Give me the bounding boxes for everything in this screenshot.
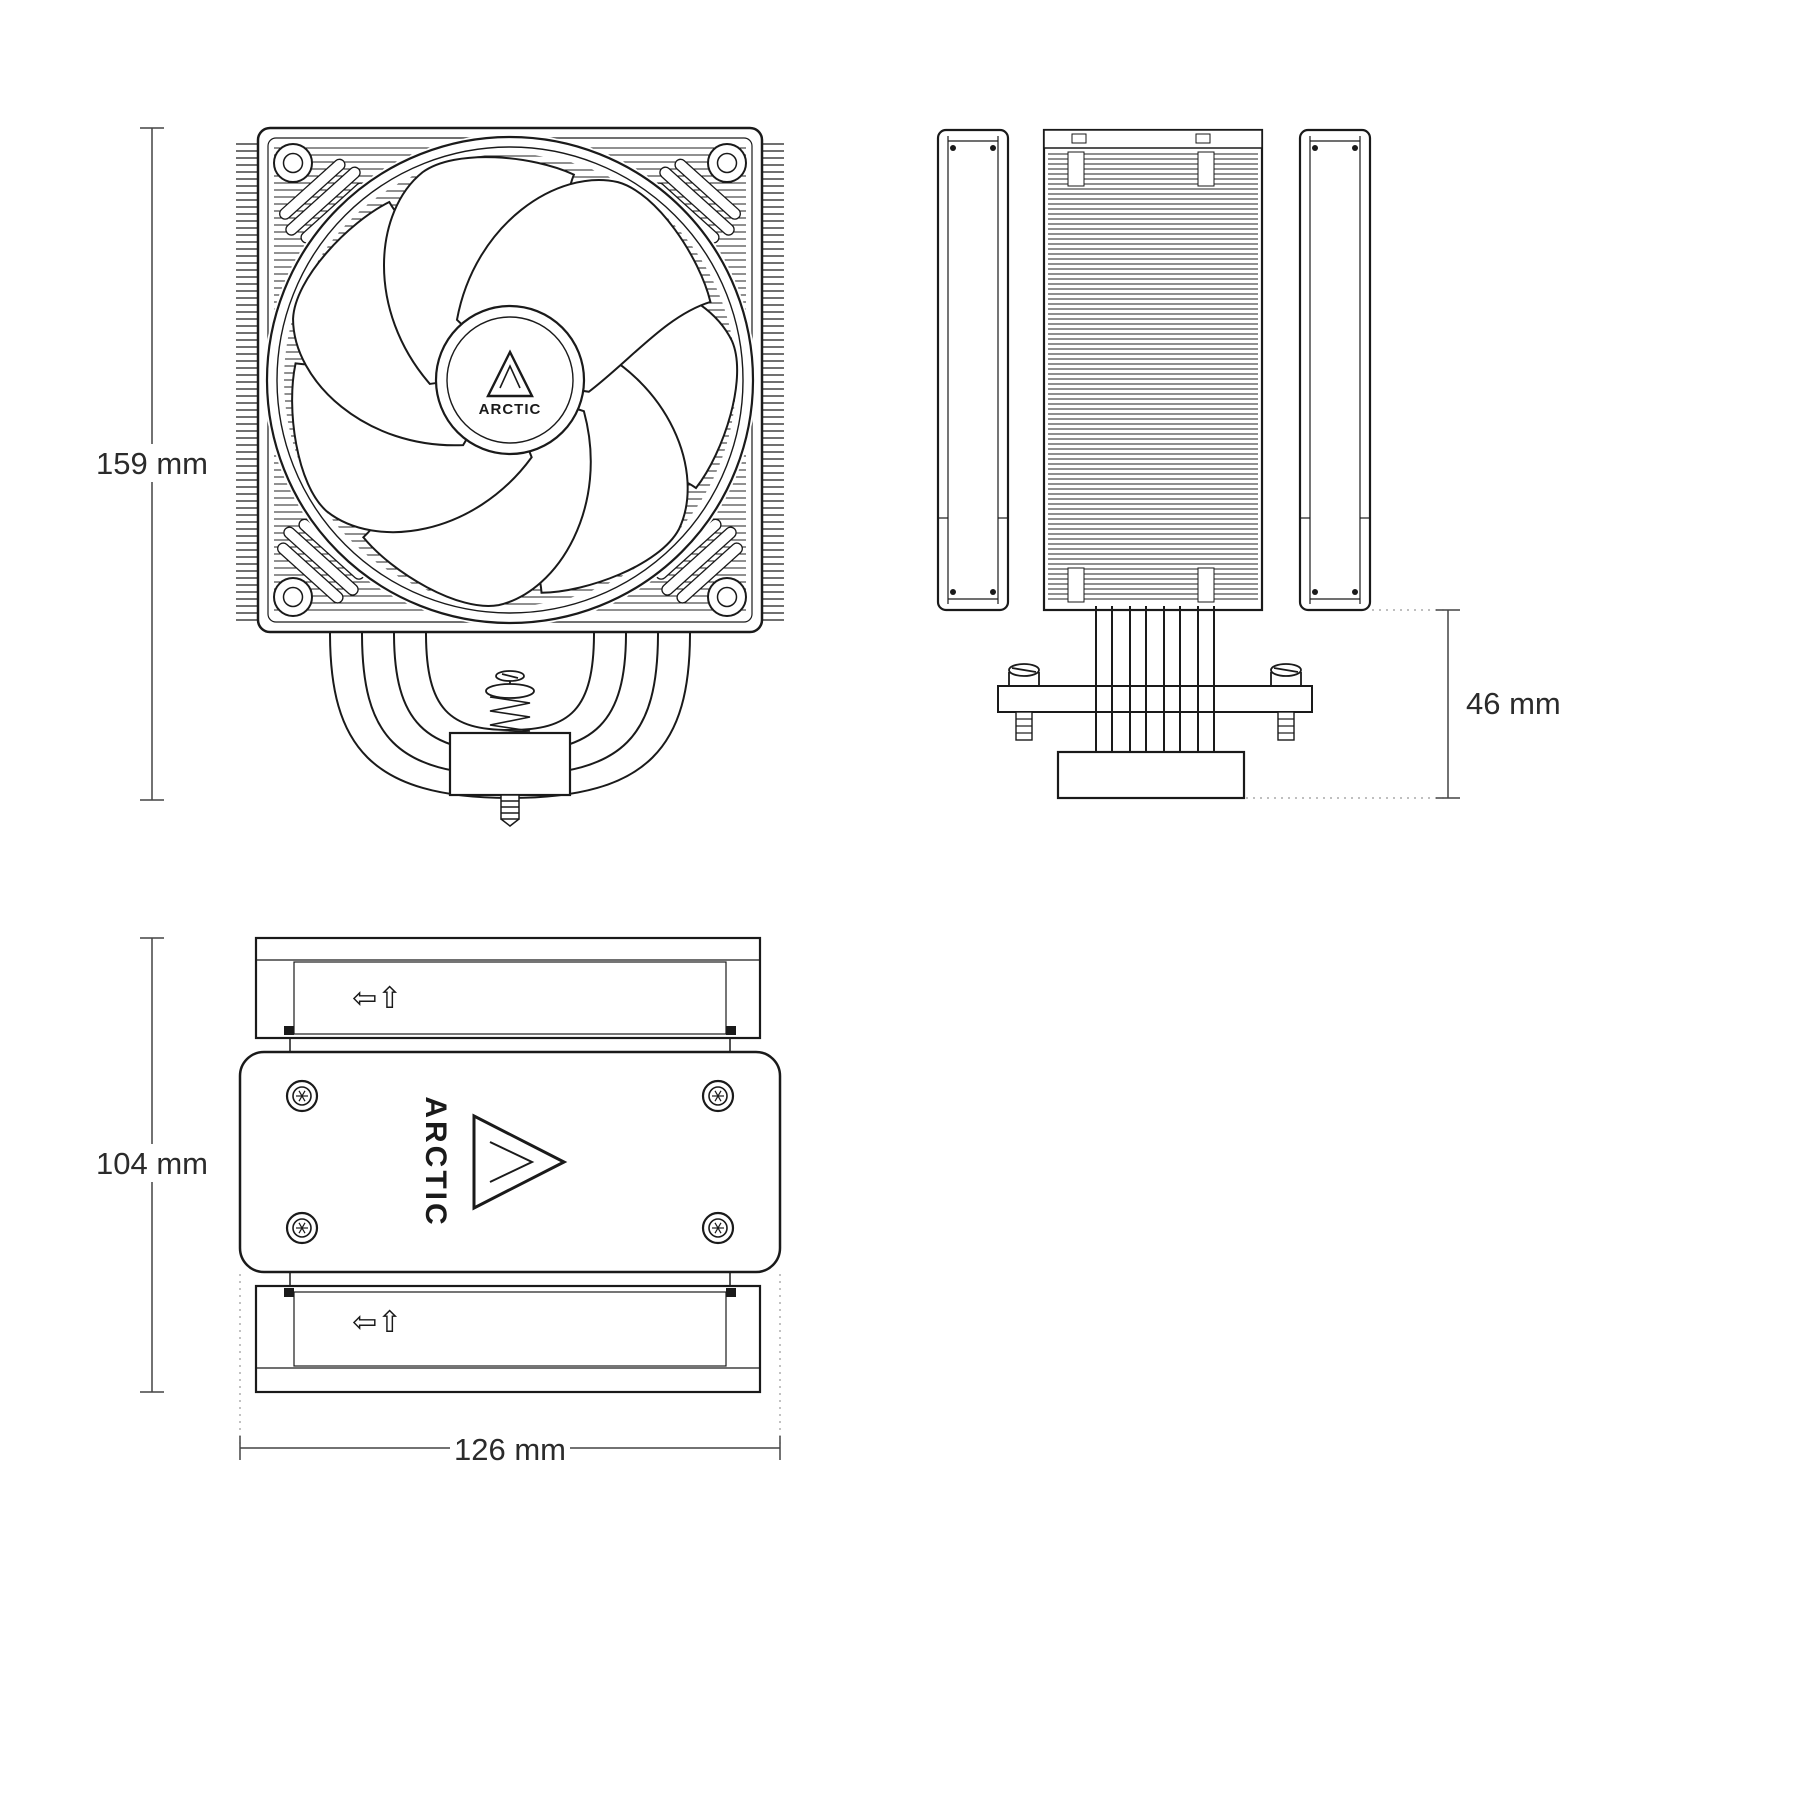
arctic-logo-top-icon: ARCTIC bbox=[419, 1096, 568, 1228]
heatpipes-side bbox=[1095, 606, 1215, 756]
fan-rim-outer bbox=[265, 135, 755, 625]
torx-screw bbox=[285, 1211, 319, 1245]
airflow-direction-icon: ⇦⇧ bbox=[352, 981, 402, 1016]
side-fan-left bbox=[936, 128, 1010, 612]
mounting-base-front bbox=[448, 670, 572, 827]
dimension-width-annotation: 126 mm bbox=[239, 1274, 781, 1468]
side-base-block bbox=[1056, 750, 1246, 800]
torx-screw bbox=[701, 1079, 735, 1113]
fan-corner-screws bbox=[273, 143, 747, 617]
brand-label-top: ARCTIC bbox=[419, 1096, 452, 1227]
side-heatsink-tower bbox=[1042, 128, 1264, 612]
spring-screw bbox=[485, 670, 535, 734]
dimension-label-height: 159 mm bbox=[96, 446, 208, 481]
side-fan-right bbox=[1298, 128, 1372, 612]
bracket-screw-right bbox=[1270, 663, 1302, 741]
dimension-height-annotation: 159 mm bbox=[94, 127, 212, 801]
heatsink-fin-stack bbox=[1048, 153, 1258, 600]
top-plate: ARCTIC bbox=[238, 1050, 782, 1274]
side-mounting-bracket bbox=[997, 663, 1313, 741]
torx-screw bbox=[701, 1211, 735, 1245]
top-view: ⇦⇧ ARCTIC ⇦⇧ bbox=[92, 936, 782, 1468]
fan-clip-bar-top: ⇦⇧ bbox=[254, 936, 762, 1052]
dimension-label-depth: 104 mm bbox=[96, 1146, 208, 1181]
airflow-direction-icon: ⇦⇧ bbox=[352, 1305, 402, 1340]
dimension-label-width: 126 mm bbox=[454, 1432, 566, 1467]
heatsink-fin-teeth-right bbox=[762, 143, 784, 621]
torx-screw bbox=[285, 1079, 319, 1113]
base-bolt bbox=[500, 794, 520, 827]
brand-label-hub: ARCTIC bbox=[479, 401, 542, 418]
side-view: 46 mm bbox=[936, 128, 1561, 800]
front-view: ARCTIC bbox=[94, 126, 784, 827]
heatsink-fin-teeth-left bbox=[236, 143, 258, 621]
fan-clip-bar-bottom: ⇦⇧ bbox=[254, 1272, 762, 1394]
bracket-screw-left bbox=[1008, 663, 1040, 741]
fan-hub: ARCTIC bbox=[434, 304, 586, 456]
dimension-base-clearance-annotation: 46 mm bbox=[1246, 609, 1561, 799]
arctic-logo-icon bbox=[486, 349, 534, 398]
dimension-depth-annotation: 104 mm bbox=[92, 937, 214, 1393]
fan-rim-inner bbox=[276, 146, 744, 614]
dimension-label-base-clearance: 46 mm bbox=[1466, 686, 1561, 721]
